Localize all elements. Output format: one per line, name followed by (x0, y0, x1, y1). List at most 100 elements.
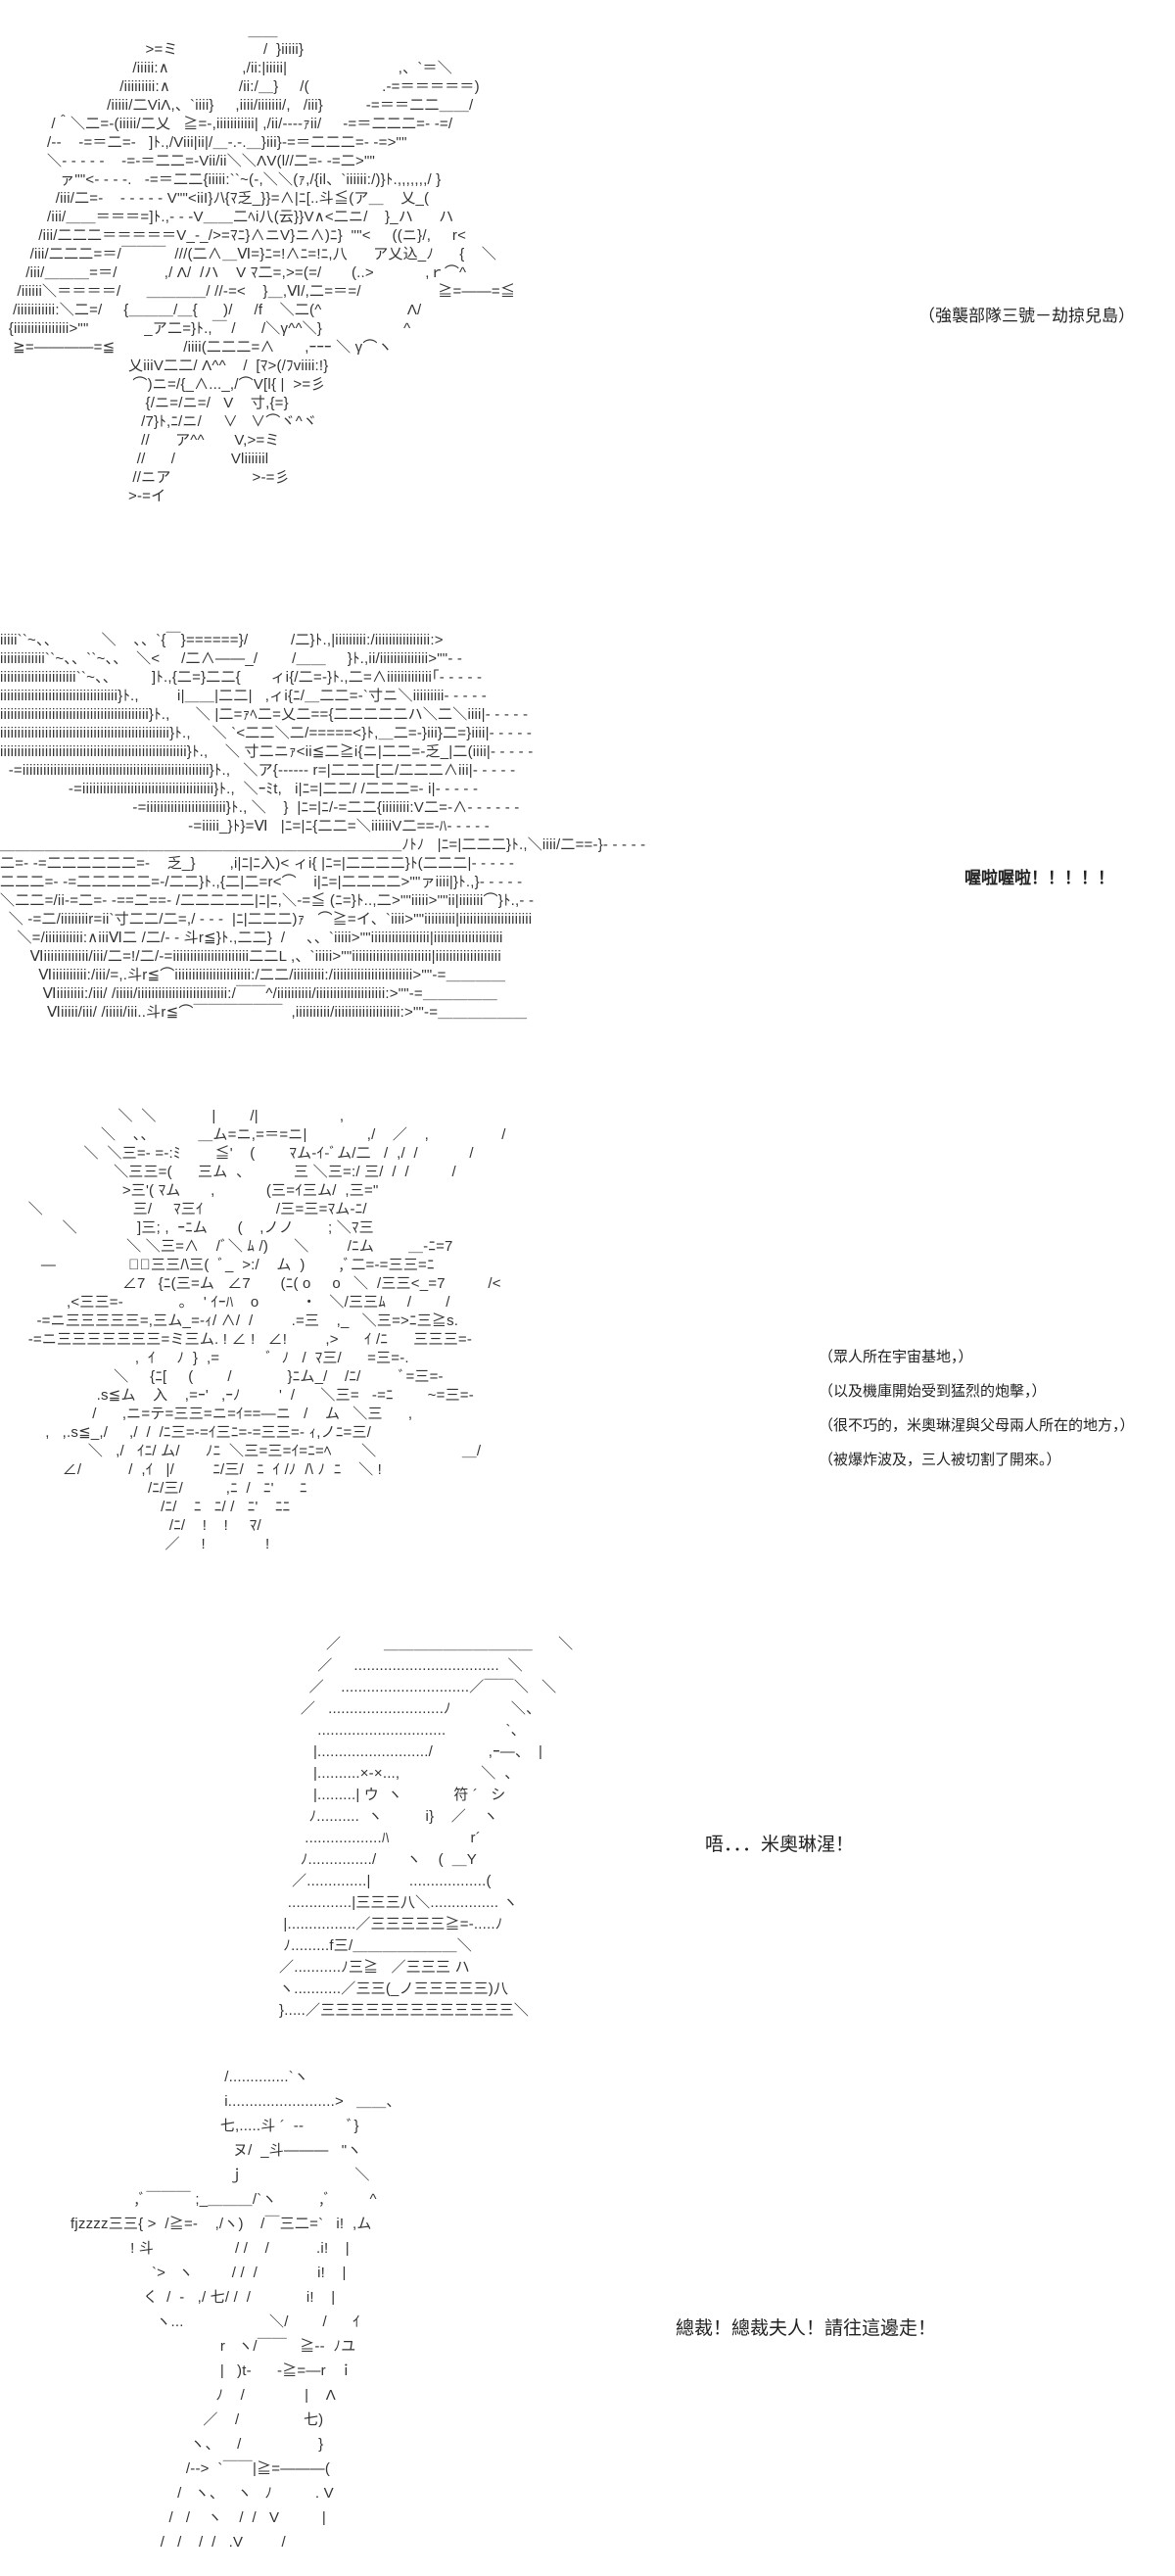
ascii-art-line: / / / / .V / (70, 2534, 286, 2551)
caption-miorine: 唔．．．米奧琳湦！ (705, 1834, 855, 1855)
ascii-art-line: / ,ニ=テ=三三=ニ=ｲ==―ニ / ム ＼三 , (20, 1406, 413, 1422)
ascii-art-line: {/ニ=/ニ=/ V 寸,{=} (0, 395, 289, 411)
ascii-art-line: ...............|三三三八＼................ ヽ (279, 1894, 518, 1911)
ascii-art-line: ＼ -=二/iiiiiiiir=ii`寸二二/二=,/ - - - |ﾆ|二二二… (0, 911, 533, 928)
ascii-art-line: ヽ...........／三三(_ノ三三三三三)八 (279, 1980, 509, 1997)
ascii-art-line: |................／三三三三三≧=-.....ﾉ (279, 1916, 503, 1932)
ascii-art-line: iiiiiiiiiiiiiiiiiiiiiiiiiiiiiiiiiiiiiiii… (0, 743, 534, 760)
ascii-art-line: iiiiiiiiiiiiiiiiiiiiiiiiiiiiiiiiii}ﾄ., i… (0, 688, 487, 704)
ascii-art-line: Ⅵiiiiiiiiii:/iii/=,.斗r≦⌒iiiiiiiiiiiiiiii… (0, 967, 506, 983)
narration-line-3: （很不巧的，米奧琳湦與父母兩人所在的地方，） (819, 1416, 1135, 1434)
ascii-art-line: ＼ 三/ ﾏ三ｲ /三=三=ﾏム-ﾆ/ (20, 1201, 367, 1217)
ascii-art-panel-1: ＿＿ >=ミ / }iiiii} /iiiii:∧ ,/ii:|iiiii| ,… (0, 22, 515, 505)
ascii-art-line: ｊ ＼ (70, 2167, 370, 2183)
ascii-art-line: /..............`ヽ (70, 2069, 309, 2085)
ascii-art-line: ﾉ.............../ ヽ ( ＿Y (279, 1851, 477, 1868)
ascii-art-line: i.........................> ＿＿、 (70, 2093, 401, 2110)
ascii-art-line: |.........| ウ ヽ 符 ´ シ (279, 1787, 506, 1803)
ascii-art-line: ＿＿ (0, 23, 278, 39)
narration-line-1: （眾人所在宇宙基地，） (819, 1348, 973, 1365)
ascii-art-panel-3-explosion: ＼ ＼ | /| , ＼ 、、 ＿ム=ニ,=＝=ニ| ,/ ／ , / ＼ ＼三… (20, 1107, 506, 1553)
ascii-art-line: ＼ {ﾆ[ ( / }ﾆム_/ /ﾆ/ ﾞ=三=- (20, 1368, 444, 1385)
ascii-art-line: >-=イ (0, 488, 166, 504)
ascii-art-line: iiiiiiiiiiiiiiiiiiiiiiiiiiiiiiiiiiiiiiii… (0, 706, 529, 723)
ascii-art-line: ＼三三=( 三ム 、 三 ＼三=:/ 三/ / / / (20, 1164, 456, 1180)
ascii-art-line: ⌒)ニ=/{_∧..._,/⌒V[l{ | >=彡 (0, 376, 326, 393)
ascii-art-line: /iiiiiiiii:∧ /ii:/＿} /( .-=＝＝＝＝＝) (0, 78, 480, 95)
ascii-art-panel-4-character: ／ ＿＿＿＿＿＿＿＿＿＿ ＼ ／ .......................… (279, 1634, 573, 2022)
ascii-art-line: ／ / 七) (70, 2411, 324, 2428)
ascii-art-line: ! 斗 / / / .i! | (70, 2240, 350, 2257)
ascii-art-line: }.....／三三三三三三三三三三三三三＼ (279, 2002, 530, 2019)
ascii-art-line: {iiiiiiiiiiiiiiii>"" _ア二=}ﾄ.,￣ / /＼γ^^＼}… (0, 320, 411, 337)
ascii-art-line: ≧=――――=≦ /iiii(二二二=∧ ,ｰｰｰ ＼ γ⌒ヽ (0, 339, 393, 356)
ascii-art-line: / / ヽ / / V | (70, 2509, 326, 2526)
ascii-art-line: ／ ..............................／￣￣＼ ＼ (279, 1679, 557, 1695)
ascii-art-line: ∠/ / ,ｲ |/ ﾆ/三/ ﾆ ｲ /ﾉ /\ ﾉ ﾆ ＼ ! (20, 1461, 383, 1478)
narration-line-2: （以及機庫開始受到猛烈的炮擊，） (819, 1382, 1047, 1400)
ascii-art-line: /iiiii/二ViΛ,、`iiii} ,iiii/iiiiiii/, /iii… (0, 97, 474, 114)
ascii-art-line: 二二二=- -=二二二二二=-/二二}ﾄ.,{二|二=r<⌒ i|ﾆ=|二二二二… (0, 874, 523, 890)
ascii-art-line: Ⅵiiiiiiiiiiiii/iii/二=!/二/-=iiiiiiiiiiiii… (0, 948, 501, 965)
ascii-art-line: ,<三三=- ｡ ' ｲｰﾊ o ・ ＼/三三ﾑ / / (20, 1294, 450, 1311)
ascii-art-line: , ,.s≦_,/ ,/ / /ﾆ三=-=ｲ三ﾆ=-=三三=- ｨ,ノﾆ=三/ (20, 1424, 372, 1441)
ascii-art-line: ＼ ＼ | /| , (20, 1108, 345, 1124)
ascii-art-line: >三'( ﾏム , (三=ｲ三ム/ ,三=" (20, 1182, 379, 1199)
ascii-art-line: ＼ ＼三=- =-:ﾐ ≦' ( ﾏム-ｲ-ﾞム/二 / ,/ / / (20, 1145, 474, 1162)
ascii-art-panel-2: iiiii``~、、 ＼ 、、`{￣}======}/ /二}ﾄ.,|iiiii… (0, 631, 645, 1022)
ascii-art-line: ／ ...........................ﾉ ＼、 (279, 1700, 541, 1717)
ascii-art-line: /ﾆ/ ! ! ﾏ/ (20, 1517, 261, 1534)
ascii-art-line: /-‐ -=＝二=- ]ﾄ.,/Viii|ii|/＿-.-.＿}iii}-=＝二… (0, 134, 407, 151)
ascii-art-line: .s≦ム 入 ,=ｰ' ,ｰﾉ ' / ＼三= -=ﾆ ~=三=- (20, 1387, 474, 1404)
ascii-art-line: ＿＿＿＿＿＿＿＿＿＿＿＿＿＿＿＿＿＿＿＿＿＿＿＿＿＿＿ﾉﾄﾉ |ﾆ=|二二二}ﾄ… (0, 836, 646, 853)
ascii-art-line: // / Vliiiiiil (0, 451, 269, 467)
ascii-art-line: ヽ、 / } (70, 2436, 324, 2453)
ascii-art-line: ヽ... ＼/ / ｲ (70, 2314, 360, 2330)
ascii-art-line: ,ﾞ￣￣￣ ;_＿＿＿/`ヽ ,ﾞ ^ (70, 2191, 377, 2208)
ascii-art-line: ／ ＿＿＿＿＿＿＿＿＿＿ ＼ (279, 1636, 574, 1652)
ascii-art-line: // ア^^ V,>=ミ (0, 432, 280, 449)
ascii-art-line: Ⅵiiiii/iii/ /iiiii/iii..斗r≦⌒￣￣￣￣￣￣ ,iiii… (0, 1004, 528, 1021)
ascii-art-line: /＾＼二=-(iiiii/二乂 ≧=-,iiiiiiiiiii| ,/ii/--… (0, 116, 453, 132)
ascii-art-line: ― ﾞｰ三三/\三( ﾞ_ >:/ ム ) ,ﾞ二=-=三三=ﾆ (20, 1257, 435, 1273)
ascii-art-line: ＼=/iiiiiiiiiii:∧iiiⅥ二 /二/- - 斗r≦}ﾄ.,二二} … (0, 930, 503, 946)
caption-raid-squad: （強襲部隊三號－劫掠兒島） (918, 307, 1135, 326)
ascii-art-line: /ﾆ/三/ ,ﾆ / ﾆ' ﾆ (20, 1480, 307, 1497)
ascii-art-line: r ヽ/￣￣ ≧‐‐ ﾉユ (70, 2338, 356, 2355)
ascii-art-line: /iii/＿＿＝＝＝=]ﾄ.,- - -V＿＿二ﾍi八(云}}V∧<二ニ/ }_… (0, 209, 454, 225)
ascii-art-line: -=iiiiiiiiiiiiiiiiiiiiiiiiiiiiiiiiiiiiii… (0, 781, 479, 797)
ascii-art-line: /iiiiii＼＝＝＝＝/ ＿＿＿＿/ //-=< }＿,Ⅵ/,二=＝=/ ≧=… (0, 283, 516, 300)
caption-president: 總裁！總裁夫人！請往這邊走！ (676, 2317, 937, 2339)
ascii-art-line: 乂iiiV二二/ Λ^^ / [ﾏ>(/ﾌviiii:!} (0, 358, 329, 374)
ascii-art-line: ∠7 {ﾆ(三=ム ∠7 (ﾆ( o o ＼ /三三<_=7 /< (20, 1275, 501, 1292)
ascii-art-line: 七,.....斗 ´ ‐‐ ﾞ} (70, 2118, 359, 2134)
ascii-art-line: ..................ﾊ r´ (279, 1830, 481, 1846)
ascii-art-line: /iii/二二二=＝/￣￣￣ ///(二∧＿Ⅵ=}ﾆ=!∧ﾆ=!ﾆ,八 ア乂込_… (0, 246, 497, 262)
ascii-art-line: ァ""<- - - -. -=＝二二{iiiii:``~(-,＼＼(ｧ,/{il… (0, 171, 442, 188)
ascii-art-line: | )t‐ ‐≧=―r ｉ (70, 2362, 354, 2379)
narration-line-4: （被爆炸波及，三人被切割了開來。） (819, 1451, 1061, 1468)
ascii-art-line: ／ ! ! (20, 1536, 270, 1552)
ascii-art-line: iiiiiiiiiiiiiiiiiiiiii``~、、 ]ﾄ.,{二=}二二{ … (0, 669, 483, 686)
ascii-art-line: ＼ 、、 ＿ム=ニ,=＝=ニ| ,/ ／ , / (20, 1126, 506, 1143)
ascii-art-line: /7}ﾄ,ﾆ/ニ/ ∨ ∨⌒ヾ^ヾ (0, 413, 318, 430)
ascii-art-line: |........................../ ,ｰ―、 | (279, 1743, 543, 1760)
ascii-art-line: /iii/＿＿＿=＝/ ,/ Λ/ /ハ V ﾏ二=,>=(=/ (..> ,ｒ… (0, 264, 467, 281)
ascii-art-line: ＼- - - - - -=-＝二二=-Vii/ii＼＼ΛV(l//二=- -=二… (0, 153, 376, 169)
ascii-art-line: /‐‐> `￣￣|≧=―――( (70, 2460, 331, 2477)
ascii-art-line: ＼ ＼三=∧ /ﾞ＼ ﾑ /) ＼ /ﾆム ＿-ﾆ=7 (20, 1238, 453, 1255)
caption-ora-ora: 喔啦喔啦！！！！！ (964, 869, 1114, 888)
ascii-art-line: , ｲ ﾉ } ,= ﾞ ﾉ / ﾏ三/ =三=-. (20, 1350, 409, 1366)
ascii-art-line: fjzzzz三三{ > /≧=- ,/ヽ) /￣三二=` i! ,ム (70, 2216, 372, 2232)
ascii-art-line: ﾉ.........f三/＿＿＿＿＿＿＿＼ (279, 1937, 472, 1954)
ascii-art-line: -=ニ三三三三三=,三ム_=-ｨ/ ∧/ / .=三 ,_ ＼三=>ﾆ三≧s. (20, 1312, 459, 1329)
ascii-art-line: 二=- -=二二二二二二=- 乏_} ,i|ﾆ|ﾆ入)< ィi{ |ﾆ=|二二二… (0, 855, 515, 872)
caption-narration: （眾人所在宇宙基地，） （以及機庫開始受到猛烈的炮擊，） （很不巧的，米奧琳湦與… (819, 1340, 1135, 1477)
ascii-art-line: ／ .................................. ＼ (279, 1657, 523, 1674)
ascii-art-line: -=iiiii_}ﾄ}=Ⅵ |ﾆ=|ﾆ{二二=＼iiiiiiV二==-ﾊ- - … (0, 818, 490, 835)
ascii-art-line: |..........×‐×..., ＼ 、 (279, 1765, 520, 1782)
ascii-art-line: Ⅵiiiiiiii:/iii/ /iiiii/iiiiiiiiiiiiiiiii… (0, 985, 497, 1002)
ascii-art-line: -=iiiiiiiiiiiiiiiiiiiiiii}ﾄ., ＼ } |ﾆ=|ﾆ/… (0, 799, 520, 816)
ascii-art-line: `> ヽ / / / i! | (70, 2265, 347, 2281)
ascii-art-line: ＼二二=/ii-=二=- -==二==- /二二二二二|ﾆ|ﾆ,＼-=≦ (ﾆ=… (0, 892, 535, 909)
